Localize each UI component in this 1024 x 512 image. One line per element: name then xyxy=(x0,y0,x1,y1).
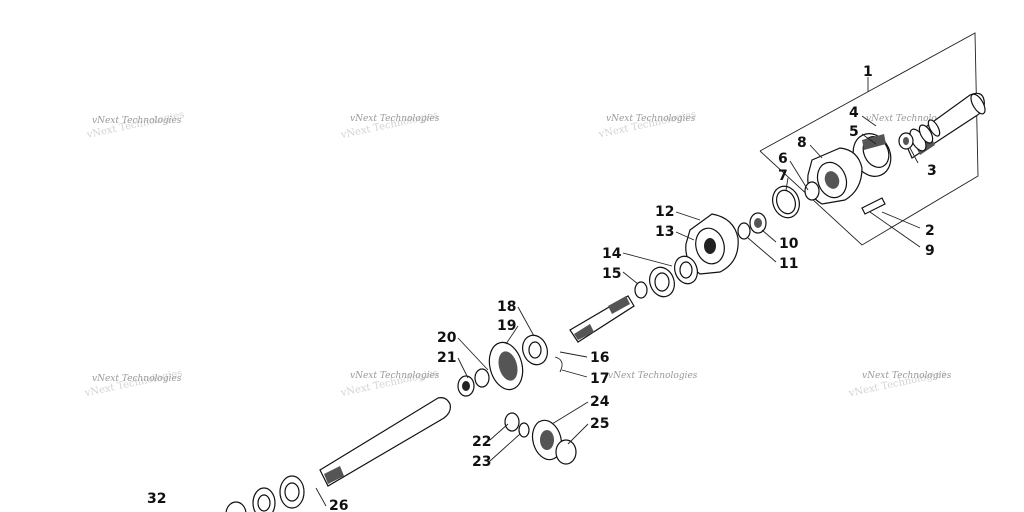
watermark: vNext Technologies xyxy=(866,114,956,124)
label-2: 2 xyxy=(925,223,935,239)
label-22: 22 xyxy=(472,434,491,450)
pinion-shaft xyxy=(569,295,635,343)
label-13: 13 xyxy=(655,224,674,240)
bearing-housing-4-5 xyxy=(852,133,892,177)
label-6: 6 xyxy=(778,151,788,167)
label-7: 7 xyxy=(778,168,788,184)
ring-gear-19 xyxy=(488,341,524,391)
label-26: 26 xyxy=(329,498,348,512)
leader-lines xyxy=(315,115,921,507)
label-32: 32 xyxy=(147,491,166,507)
drive-shaft-lower xyxy=(319,397,451,487)
label-24: 24 xyxy=(590,394,610,410)
label-11: 11 xyxy=(779,256,798,272)
gear-22-25 xyxy=(504,412,577,465)
watermark: vNext Technologies xyxy=(92,374,182,384)
label-23: 23 xyxy=(472,454,491,470)
label-21: 21 xyxy=(437,350,456,366)
label-5: 5 xyxy=(849,124,859,140)
bolt-2-9 xyxy=(861,197,886,215)
seal-7 xyxy=(772,185,800,219)
assembly-bracket xyxy=(759,32,979,246)
watermark: vNext Technologies xyxy=(606,114,696,124)
bearing-18 xyxy=(522,334,548,366)
label-8: 8 xyxy=(797,135,807,151)
part-labels: 1 4 5 3 8 6 7 2 9 10 11 12 13 14 15 16 1… xyxy=(147,64,937,512)
label-18: 18 xyxy=(497,299,516,315)
bearing-14-15 xyxy=(634,255,698,299)
clip-16-17 xyxy=(554,356,563,373)
label-12: 12 xyxy=(655,204,674,220)
watermark: vNext Technologies xyxy=(350,371,440,381)
watermark: vNext Technologies xyxy=(608,371,698,381)
label-10: 10 xyxy=(779,236,799,252)
watermark: vNext Technologies xyxy=(92,116,182,126)
boot xyxy=(909,119,941,152)
hub-8 xyxy=(804,147,863,205)
label-9: 9 xyxy=(925,243,935,259)
label-4: 4 xyxy=(849,105,859,121)
collar-3 xyxy=(898,132,914,150)
label-14: 14 xyxy=(602,246,622,262)
label-25: 25 xyxy=(590,416,609,432)
label-19: 19 xyxy=(497,318,516,334)
label-17: 17 xyxy=(590,371,609,387)
label-3: 3 xyxy=(927,163,937,179)
nut-20-21 xyxy=(457,368,490,397)
bearing-10-11 xyxy=(737,212,767,240)
label-16: 16 xyxy=(590,350,609,366)
watermark: vNext Technologies xyxy=(350,114,440,124)
label-15: 15 xyxy=(602,266,621,282)
watermark: vNext Technologies xyxy=(862,371,952,381)
bearing-lower xyxy=(225,475,305,512)
label-1: 1 xyxy=(863,64,873,80)
label-20: 20 xyxy=(437,330,457,346)
